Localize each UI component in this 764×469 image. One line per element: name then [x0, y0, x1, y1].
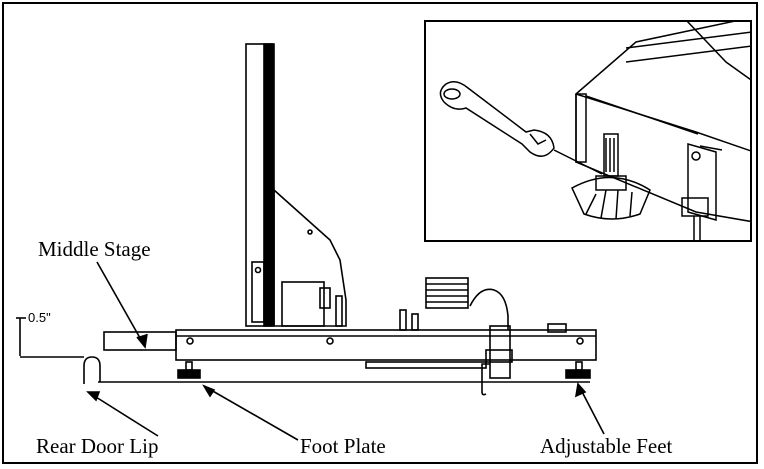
foot-plate-leader	[203, 385, 299, 441]
label-rear-door-lip: Rear Door Lip	[36, 434, 159, 458]
label-middle-stage: Middle Stage	[38, 237, 151, 261]
base-rail	[175, 329, 597, 361]
label-dimension: 0.5"	[28, 310, 51, 325]
slot	[365, 361, 487, 369]
wrench-icon	[439, 81, 555, 157]
rear-door-lip-leader	[87, 391, 159, 437]
label-adjustable-feet: Adjustable Feet	[540, 434, 673, 458]
label-foot-plate: Foot Plate	[300, 434, 386, 458]
knob	[425, 277, 469, 309]
rear-door-lip-shape	[83, 356, 101, 384]
foot-left	[177, 369, 201, 379]
adjustable-foot-icon	[571, 176, 651, 220]
foot-right	[565, 369, 591, 379]
inset-drawing	[439, 22, 750, 240]
latch	[489, 325, 511, 379]
middle-stage-leader	[96, 261, 145, 346]
carriage	[273, 188, 347, 327]
inset-detail	[424, 20, 752, 242]
